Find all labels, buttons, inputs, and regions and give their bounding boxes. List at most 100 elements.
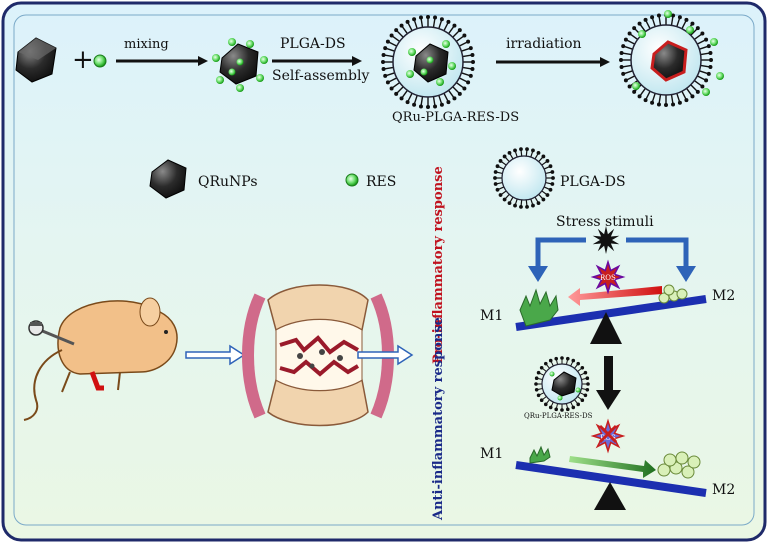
lipid-head: [539, 398, 544, 403]
lipid-head: [462, 33, 467, 38]
lipid-head: [643, 98, 648, 103]
lipid-head: [381, 52, 386, 57]
lipid-head: [426, 14, 431, 19]
ros-blocked-cross-icon: [598, 424, 618, 444]
lipid-head: [548, 164, 553, 169]
anti-inflammatory-seesaw: ROS M1 M2: [480, 418, 735, 510]
pro-inflammatory-response-label: Pro-inflammatory response: [431, 166, 446, 364]
lipid-head: [502, 197, 507, 202]
lipid-head: [383, 46, 388, 51]
lipid-head: [446, 100, 451, 105]
lipid-head: [471, 60, 476, 65]
lipid-head: [543, 361, 548, 366]
lipid-head: [554, 407, 559, 412]
lipid-head: [457, 91, 462, 96]
plga-ds-label: PLGA-DS: [280, 36, 346, 52]
bottom-fulcrum: [594, 482, 626, 510]
lipid-head: [585, 376, 590, 381]
lipid-head: [433, 104, 438, 109]
lipid-head: [700, 31, 705, 36]
lipid-head: [525, 147, 529, 152]
legend-plga-ds-label: PLGA-DS: [560, 174, 626, 190]
lipid-head: [405, 19, 410, 24]
lipid-head: [389, 86, 394, 91]
lipid-head: [498, 159, 503, 163]
lipid-head: [470, 67, 475, 72]
lipid-head: [627, 84, 632, 89]
lipid-head: [385, 39, 390, 44]
lipid-head: [493, 182, 498, 186]
lipid-head: [619, 50, 624, 55]
lipid-head: [534, 387, 539, 392]
lipid-head: [536, 150, 541, 155]
lipid-head: [576, 361, 581, 366]
therapy-nanoparticle-icon: [534, 356, 590, 412]
lipid-head: [695, 89, 700, 94]
lipid-head: [671, 102, 676, 107]
lipid-head: [468, 73, 473, 78]
irradiated-nanoparticle-icon: [619, 10, 724, 107]
lipid-head: [708, 65, 713, 70]
lipid-head: [560, 356, 564, 360]
lipid-head: [623, 37, 628, 42]
lipid-head: [534, 376, 539, 381]
lipid-head: [619, 65, 624, 70]
lipid-head: [704, 37, 709, 42]
lipid-head: [708, 50, 713, 55]
lipid-head: [583, 370, 588, 375]
legend-plga-ds-icon: [493, 147, 555, 209]
lipid-head: [381, 60, 386, 65]
lipid-head: [545, 159, 550, 163]
ros-burst-icon-top: [590, 259, 626, 295]
lipid-head: [548, 187, 553, 192]
lipid-head: [383, 73, 388, 78]
lipid-head: [394, 91, 399, 96]
legend-qrunp-icon: [149, 159, 187, 199]
inflamed-joint-illustration: [242, 284, 394, 427]
lipid-head: [709, 58, 714, 63]
bottom-beam: [515, 461, 707, 497]
legend-res-label: RES: [366, 174, 396, 190]
m2-bottom-label: M2: [712, 482, 735, 498]
lipid-head: [621, 71, 626, 76]
lipid-head: [548, 358, 553, 363]
plus-sign: +: [72, 45, 94, 75]
mixing-label: mixing: [124, 37, 169, 52]
top-fulcrum: [590, 312, 622, 344]
pro-response-line-1: Pro-inflammatory response: [431, 166, 446, 364]
lipid-head: [671, 13, 676, 18]
lipid-head: [466, 39, 471, 44]
therapy-nanoparticle-label: QRu-PLGA-RES-DS: [524, 412, 593, 420]
irradiation-label: irradiation: [506, 36, 582, 52]
lipid-head: [571, 405, 576, 410]
lipid-head: [418, 104, 423, 109]
ros-bottom-label: ROS: [600, 434, 616, 442]
lipid-head: [385, 80, 390, 85]
lipid-head: [495, 164, 500, 169]
lipid-head: [632, 89, 637, 94]
anti-inflammatory-response-label: Anti-inflammatory response: [431, 317, 446, 521]
lipid-head: [412, 17, 417, 22]
lipid-head: [493, 170, 498, 174]
stress-stimuli-label: Stress stimuli: [556, 214, 654, 230]
lipid-head: [583, 393, 588, 398]
lipid-head: [539, 365, 544, 370]
lipid-head: [551, 176, 555, 180]
mouse-illustration: [23, 297, 178, 421]
lipid-head: [507, 201, 512, 206]
lipid-head: [502, 154, 507, 159]
lipid-head: [426, 104, 431, 109]
m1-macrophage-cluster-icon: [519, 288, 559, 327]
lipid-head: [706, 71, 711, 76]
lipid-head: [412, 102, 417, 107]
inner-frame: [13, 14, 755, 526]
legend-qrunps-label: QRuNPs: [198, 174, 258, 190]
lipid-head: [439, 17, 444, 22]
lipid-head: [627, 31, 632, 36]
lipid-head: [513, 148, 517, 153]
lipid-head: [677, 100, 682, 105]
stress-burst-icon: [592, 226, 620, 254]
lipid-head: [389, 33, 394, 38]
lipid-head: [576, 402, 581, 407]
